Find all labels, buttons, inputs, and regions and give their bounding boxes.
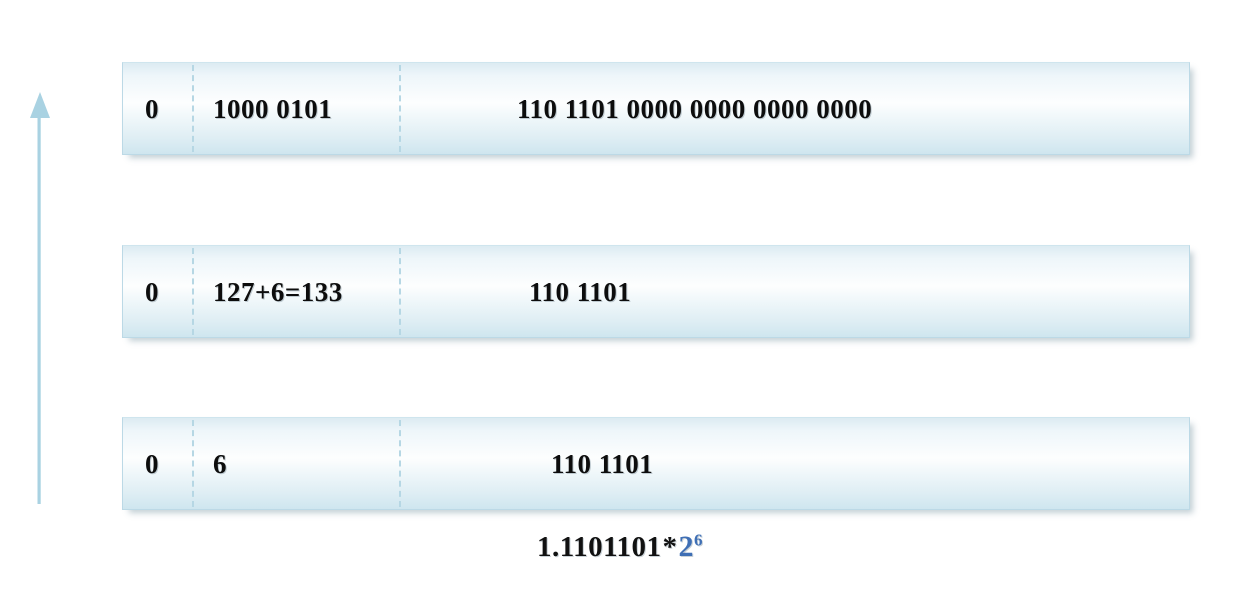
sign-exponent-divider bbox=[192, 65, 194, 152]
sign-bit-row-1: 0 bbox=[145, 94, 159, 124]
sign-bit-row-2: 0 bbox=[145, 277, 159, 307]
exponent-field-row-1: 1000 0101 bbox=[213, 94, 333, 124]
mantissa-field-row-2: 110 1101 bbox=[529, 277, 632, 307]
mantissa-field-row-3: 110 1101 bbox=[551, 449, 654, 479]
upward-direction-arrow bbox=[24, 92, 56, 504]
mantissa-field-row-1: 110 1101 0000 0000 0000 0000 bbox=[517, 94, 873, 124]
formula-multiply-operator: * bbox=[662, 531, 678, 563]
formula-base: 2 bbox=[678, 530, 695, 563]
bit-field-bar-row-1: 0 1000 0101 110 1101 0000 0000 0000 0000 bbox=[122, 62, 1190, 155]
formula-exponent: 6 bbox=[694, 530, 704, 550]
bit-field-bar-row-2: 0 127+6=133 110 1101 bbox=[122, 245, 1190, 338]
scientific-notation-formula: 1.1101101*26 bbox=[0, 530, 1240, 564]
exponent-field-row-3: 6 bbox=[213, 449, 227, 479]
sign-bit-row-3: 0 bbox=[145, 449, 159, 479]
sign-exponent-divider bbox=[192, 420, 194, 507]
exponent-field-row-2: 127+6=133 bbox=[213, 277, 343, 307]
sign-exponent-divider bbox=[192, 248, 194, 335]
exponent-mantissa-divider bbox=[399, 65, 401, 152]
formula-mantissa: 1.1101101 bbox=[536, 531, 662, 563]
bit-field-bar-row-3: 0 6 110 1101 bbox=[122, 417, 1190, 510]
exponent-mantissa-divider bbox=[399, 248, 401, 335]
exponent-mantissa-divider bbox=[399, 420, 401, 507]
